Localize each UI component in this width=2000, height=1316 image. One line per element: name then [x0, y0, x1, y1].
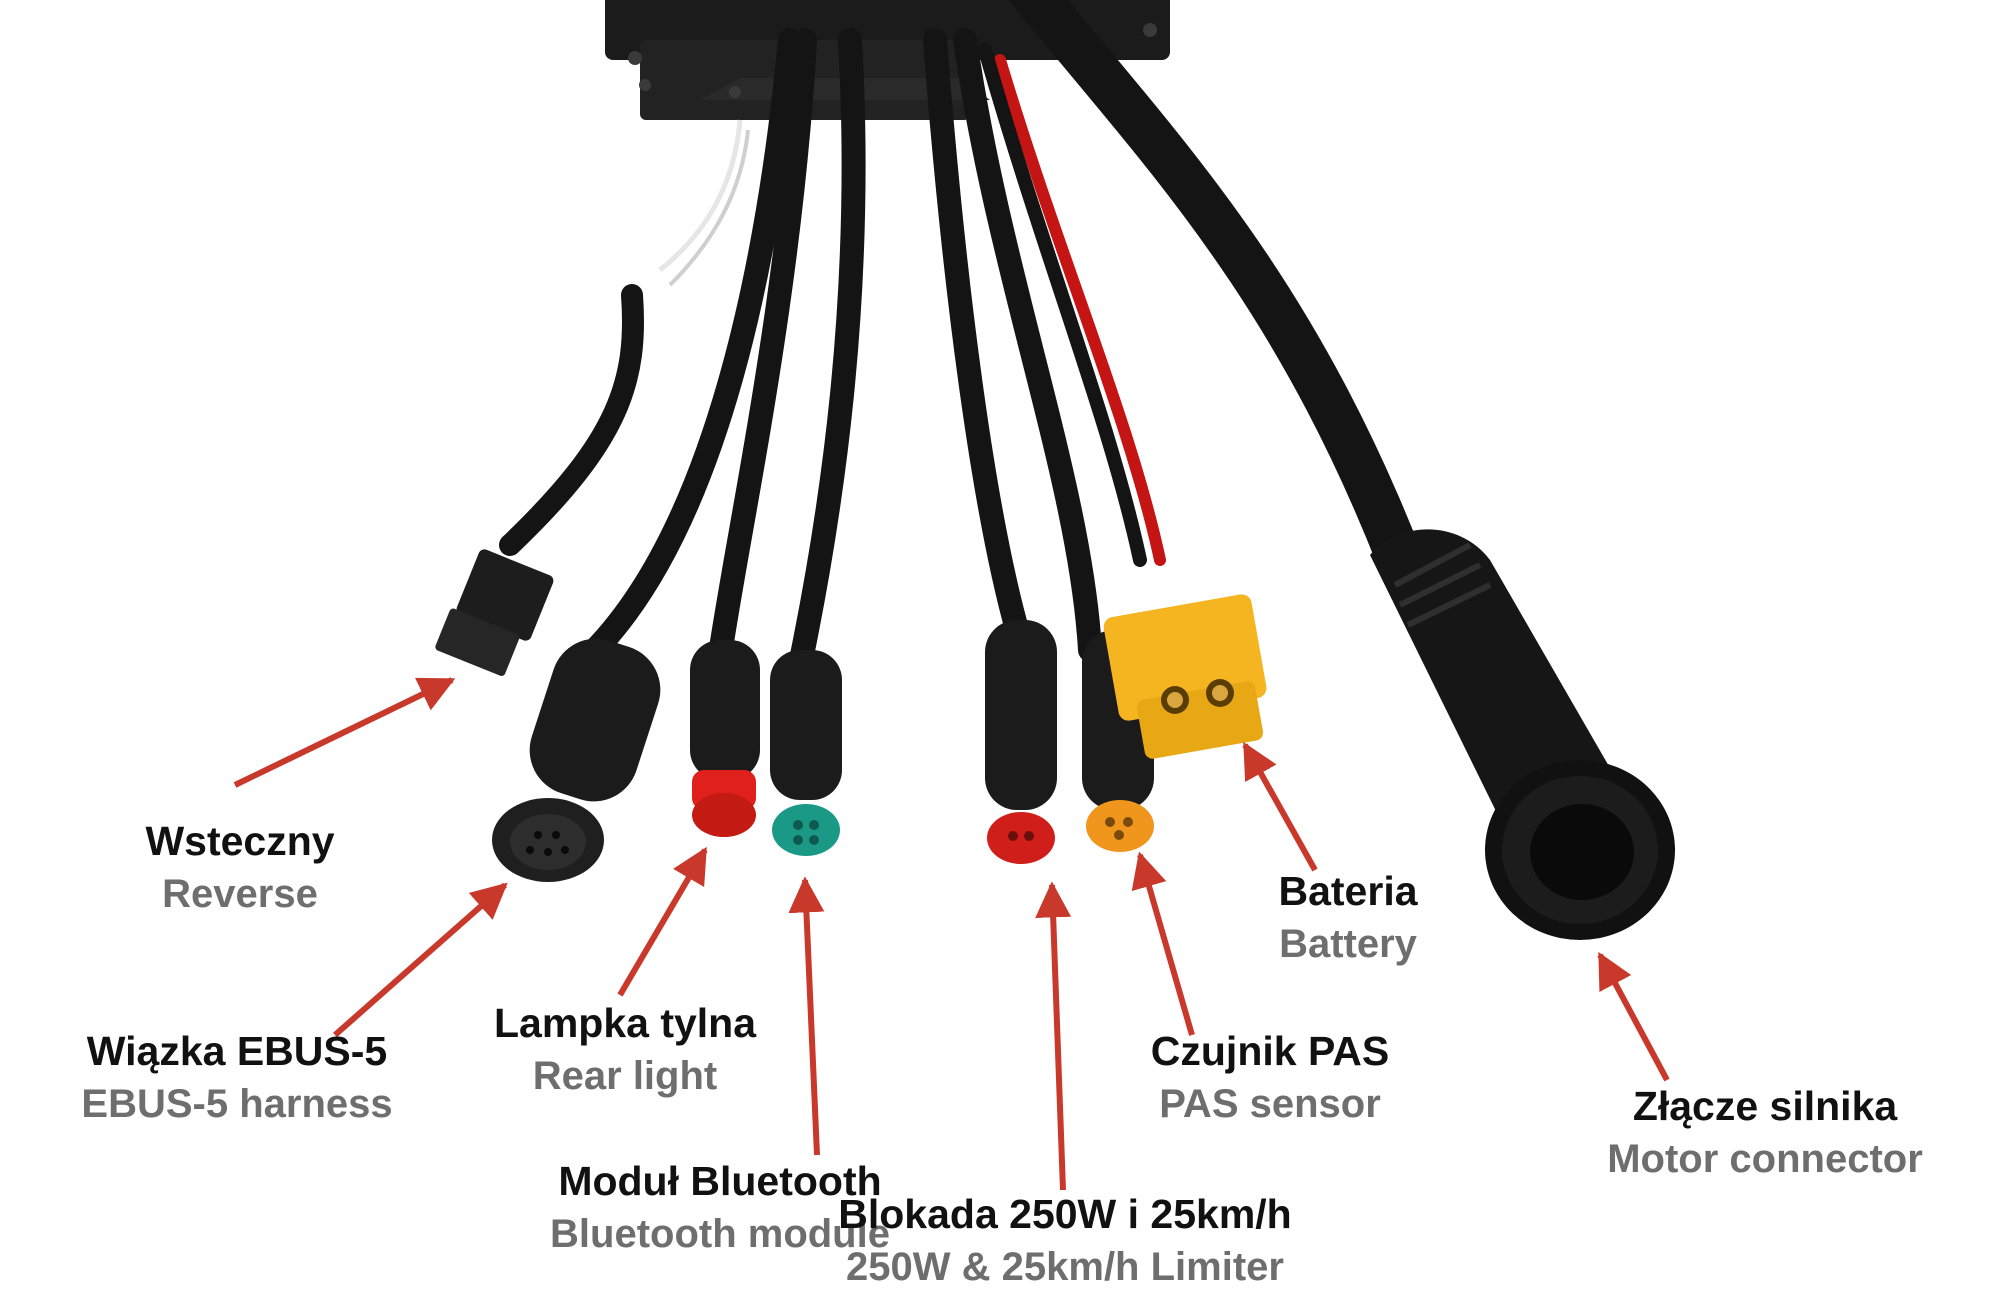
cables: [499, 0, 1423, 677]
ebus5-connector: [492, 638, 661, 882]
label-bluetooth: Moduł Bluetooth Bluetooth module: [550, 1155, 890, 1260]
label-bluetooth-en: Bluetooth module: [550, 1212, 890, 1257]
label-pas-en: PAS sensor: [1159, 1082, 1381, 1127]
label-limiter: Blokada 250W i 25km/h 250W & 25km/h Limi…: [838, 1188, 1291, 1293]
rear-light-connector: [690, 640, 760, 837]
label-ebus5-en: EBUS-5 harness: [81, 1082, 393, 1127]
label-reverse: Wsteczny Reverse: [145, 815, 334, 920]
label-reverse-pl: Wsteczny: [145, 818, 335, 864]
arrow-motor: [1597, 951, 1670, 1082]
reverse-connector: [435, 549, 554, 676]
label-pas-pl: Czujnik PAS: [1150, 1028, 1390, 1074]
arrow-limiter: [1035, 881, 1072, 1191]
label-limiter-en: 250W & 25km/h Limiter: [846, 1245, 1284, 1290]
arrow-reverse: [233, 677, 456, 788]
limiter-connector: [985, 620, 1057, 864]
label-bluetooth-pl: Moduł Bluetooth: [558, 1158, 882, 1204]
label-battery-pl: Bateria: [1278, 868, 1418, 914]
label-rear-light-en: Rear light: [532, 1054, 718, 1099]
label-limiter-pl: Blokada 250W i 25km/h: [838, 1191, 1292, 1237]
label-motor-en: Motor connector: [1607, 1137, 1923, 1182]
bluetooth-connector: [770, 650, 842, 856]
label-pas: Czujnik PAS PAS sensor: [1151, 1025, 1389, 1130]
label-reverse-en: Reverse: [162, 872, 318, 917]
label-rear-light: Lampka tylna Rear light: [494, 997, 756, 1102]
callout-arrows: [233, 677, 1670, 1191]
label-ebus5: Wiązka EBUS-5 EBUS-5 harness: [81, 1025, 392, 1130]
label-battery: Bateria Battery: [1278, 865, 1417, 970]
label-rear-light-pl: Lampka tylna: [493, 1000, 757, 1046]
arrow-battery: [1242, 741, 1318, 872]
label-battery-en: Battery: [1279, 922, 1417, 967]
arrow-ebus5: [333, 882, 508, 1038]
arrow-rear-light: [617, 846, 708, 997]
arrow-pas: [1131, 851, 1195, 1036]
arrow-bluetooth: [788, 876, 825, 1156]
label-motor-pl: Złącze silnika: [1632, 1083, 1898, 1129]
xt60-battery-connector: [1103, 594, 1267, 759]
motor-connector: [1370, 529, 1675, 940]
label-motor: Złącze silnika Motor connector: [1607, 1080, 1923, 1185]
label-ebus5-pl: Wiązka EBUS-5: [86, 1028, 388, 1074]
